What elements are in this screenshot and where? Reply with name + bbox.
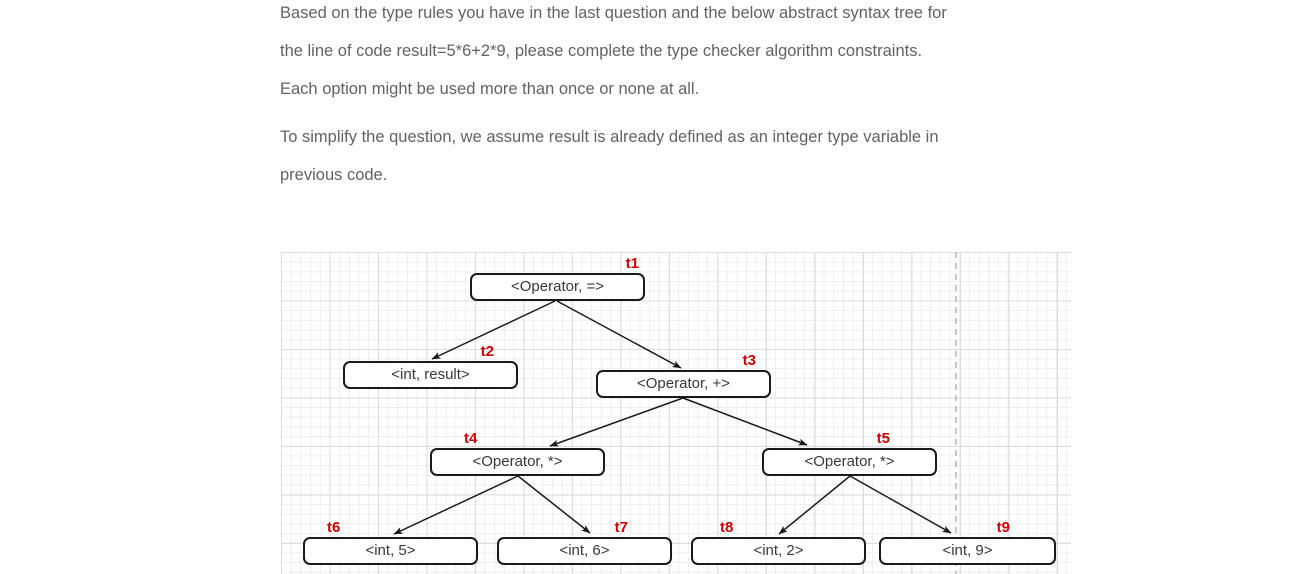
edge-arrow-t4-t6 [393,475,519,535]
question-line: To simplify the question, we assume resu… [280,128,939,146]
ast-node-int-result: t2 <int, result> [343,344,518,389]
type-var-label-t2: t2 [480,343,494,360]
ast-node-operator-times-right: t5 <Operator, *> [762,431,937,476]
type-var-label-t4: t4 [464,430,478,447]
edge-arrow-t3-t4 [549,397,684,447]
edge-arrow-t1-t3 [556,300,682,369]
node-text: <int, 6> [559,542,610,559]
type-var-label-t8: t8 [720,519,734,536]
node-text: <Operator, *> [804,453,895,470]
question-paragraph-2: To simplify the question, we assume resu… [280,118,1070,194]
node-text: <int, 5> [365,542,416,559]
node-text: <Operator, => [511,278,604,295]
type-var-label-t6: t6 [327,519,341,536]
type-var-label-t9: t9 [996,519,1010,536]
ast-node-operator-times-left: t4 <Operator, *> [430,431,605,476]
question-line: Each option might be used more than once… [280,80,700,98]
question-line: the line of code result=5*6+2*9, please … [280,42,923,60]
ast-node-operator-assign: t1 <Operator, => [470,256,645,301]
type-var-label-t7: t7 [614,519,628,536]
edge-arrow-t3-t5 [682,397,808,446]
ast-edges-svg [393,252,957,574]
ast-node-operator-plus: t3 <Operator, +> [596,353,771,398]
question-paragraph-1: Based on the type rules you have in the … [280,0,1070,108]
node-text: <int, 9> [942,542,993,559]
edge-arrow-t4-t7 [517,475,591,534]
node-text: <Operator, *> [472,453,563,470]
edge-arrow-t5-t9 [849,475,952,534]
question-line: previous code. [280,166,388,184]
question-line: Based on the type rules you have in the … [280,4,947,22]
ast-diagram-canvas: t1 <Operator, => t2 <int, result> t3 <Op… [281,252,1071,574]
ast-node-int-6: t7 <int, 6> [497,520,672,565]
node-text: <Operator, +> [637,375,730,392]
type-var-label-t1: t1 [625,255,639,272]
ast-node-int-2: t8 <int, 2> [691,520,866,565]
edge-arrow-t1-t2 [431,300,556,360]
node-text: <int, 2> [753,542,804,559]
type-var-label-t3: t3 [742,352,756,369]
edge-arrow-t5-t8 [778,475,851,535]
type-var-label-t5: t5 [876,430,890,447]
node-text: <int, result> [391,366,470,383]
ast-node-int-9: t9 <int, 9> [879,520,1056,565]
ast-node-int-5: t6 <int, 5> [303,520,478,565]
question-text: Based on the type rules you have in the … [280,0,1070,194]
